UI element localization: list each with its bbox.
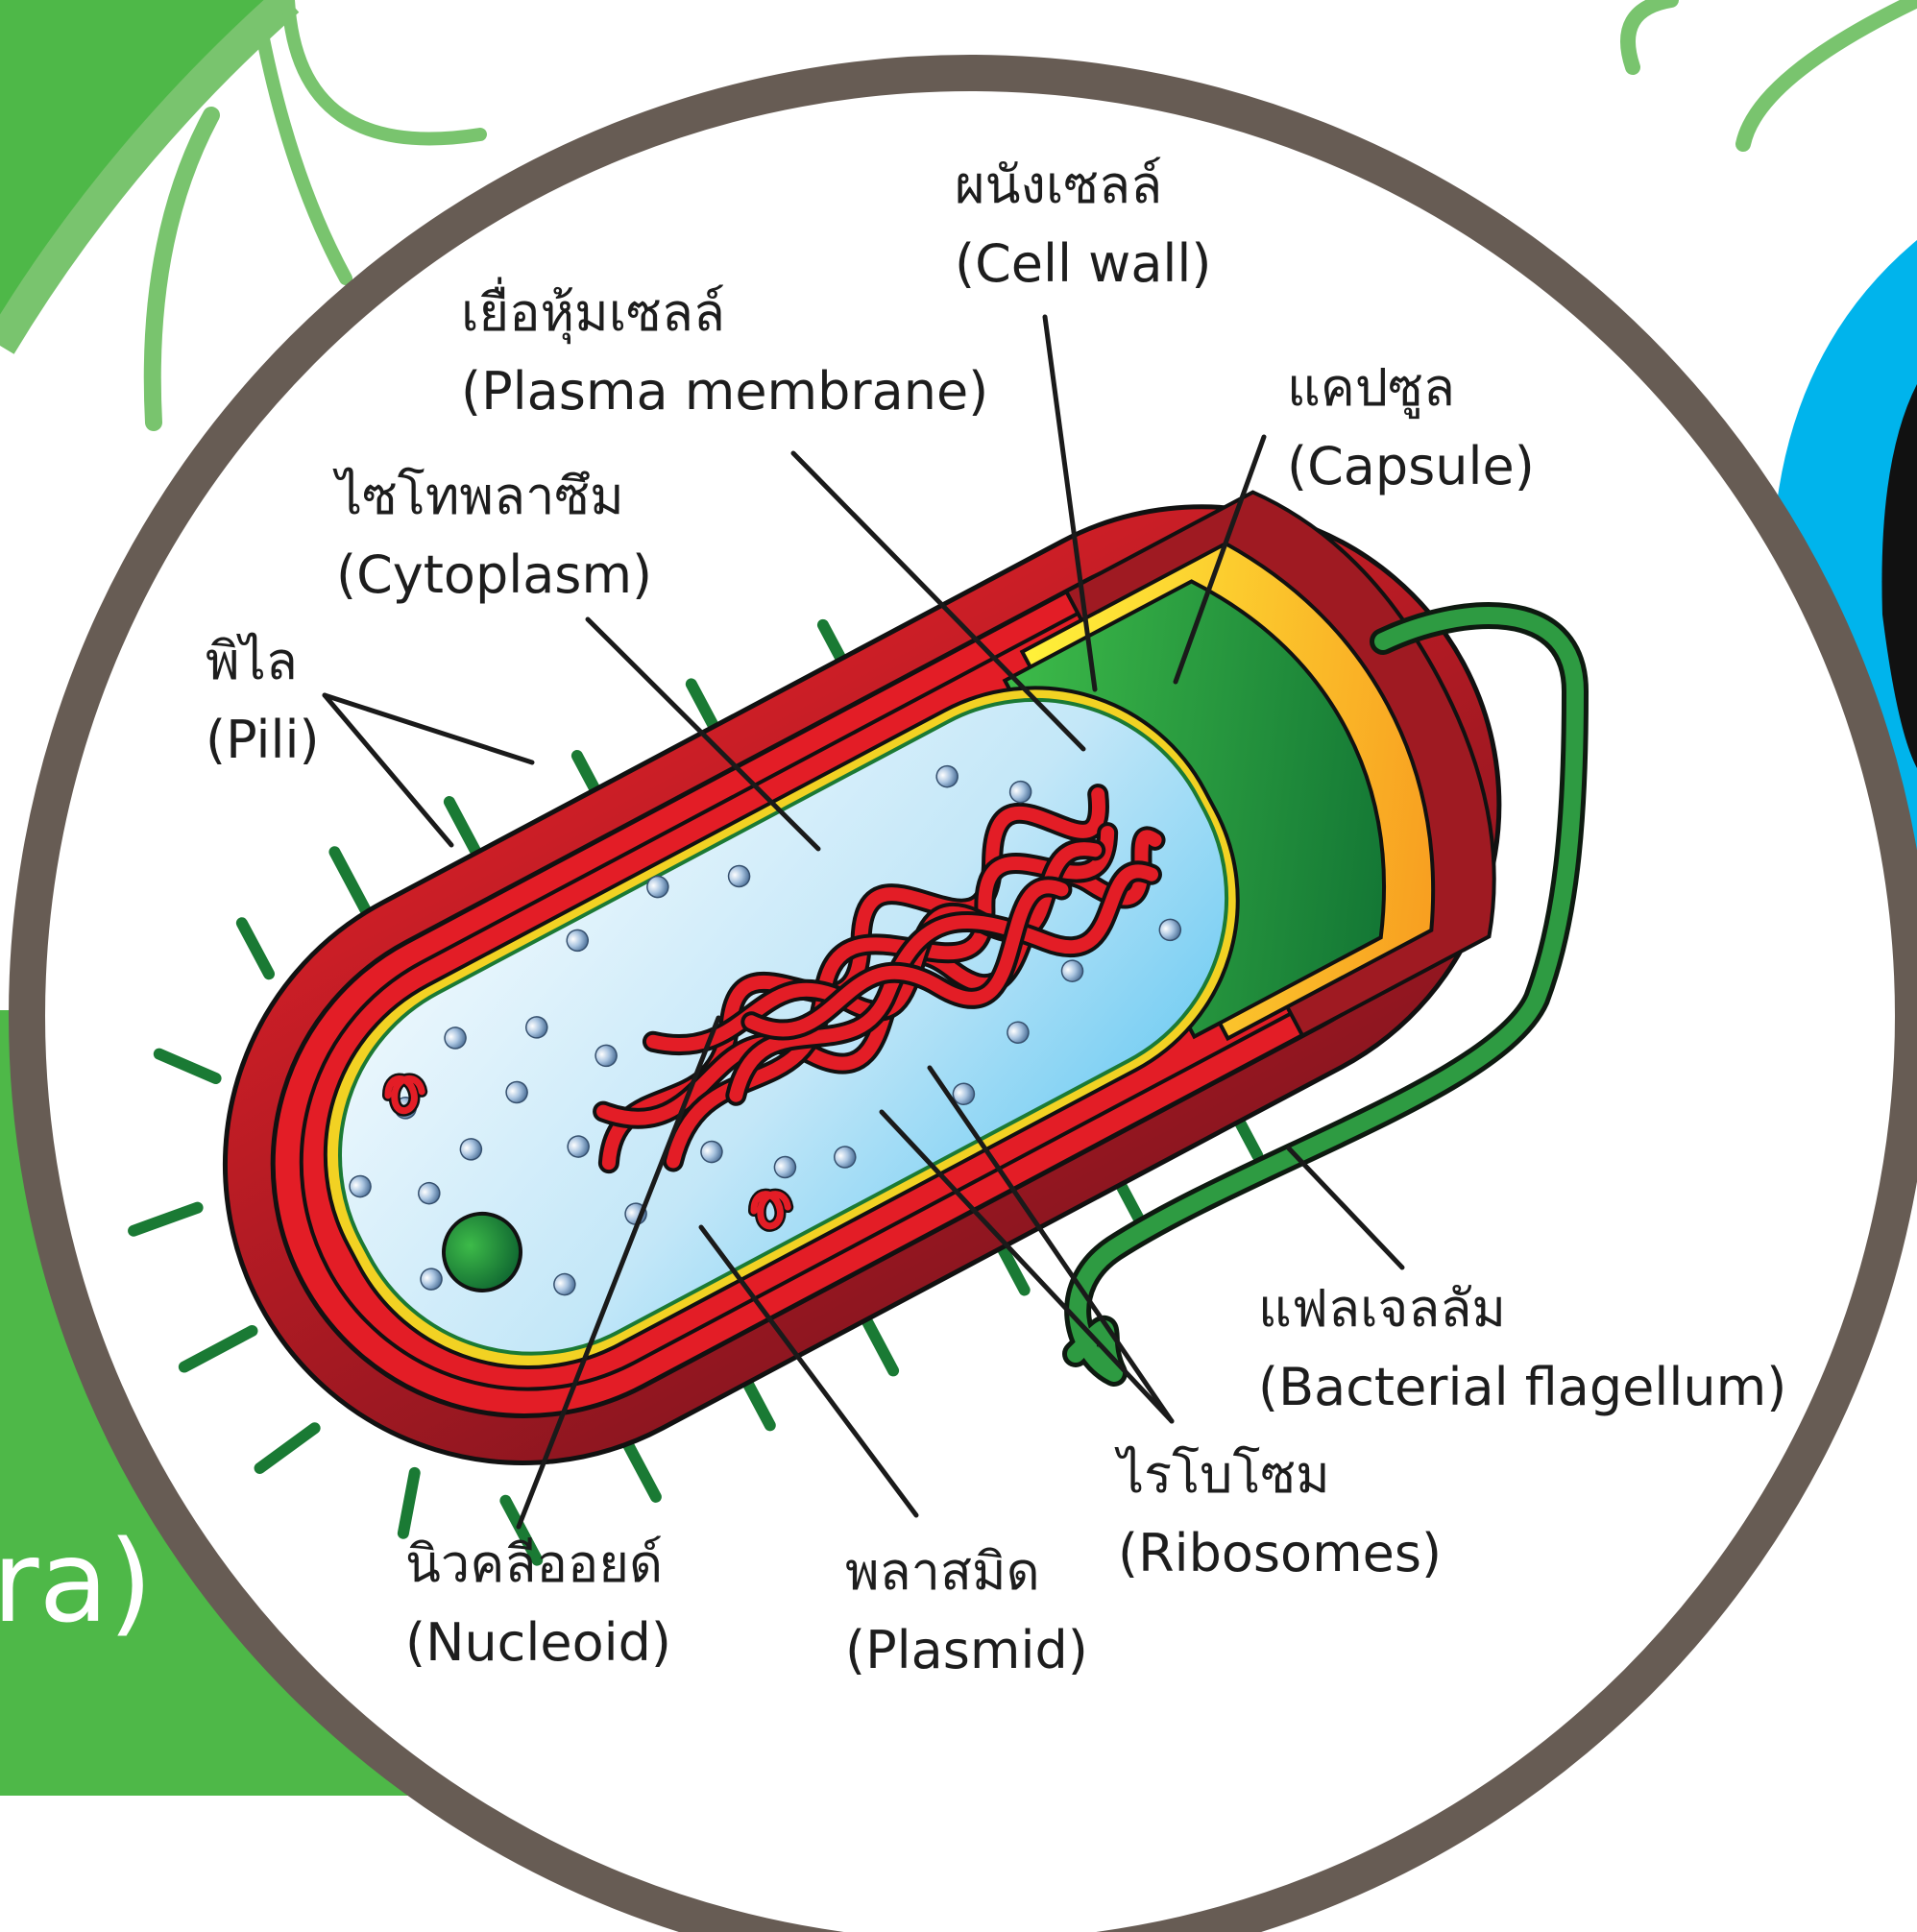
label-ribosomes-thai: ไรโบโซม <box>1118 1436 1442 1514</box>
top-left-vine-2 <box>288 0 480 139</box>
edge-partial-text: ra) <box>0 1525 153 1638</box>
label-cell-wall-en: (Cell wall) <box>955 225 1212 303</box>
label-cell-wall: ผนังเซลล์ (Cell wall) <box>955 146 1212 303</box>
label-plasma-membrane-en: (Plasma membrane) <box>461 352 988 431</box>
label-pili-en: (Pili) <box>206 701 320 780</box>
label-plasmid-thai: พลาสมิด <box>845 1533 1088 1611</box>
label-flagellum-en: (Bacterial flagellum) <box>1258 1348 1786 1427</box>
label-cytoplasm: ไซโทพลาซึม (Cytoplasm) <box>336 457 652 615</box>
top-right-vine-1 <box>1628 0 1671 67</box>
label-ribosomes-en: (Ribosomes) <box>1118 1514 1442 1593</box>
label-nucleoid-thai: นิวคลีออยด์ <box>405 1525 671 1604</box>
label-plasmid-en: (Plasmid) <box>845 1611 1088 1690</box>
label-ribosomes: ไรโบโซม (Ribosomes) <box>1118 1436 1442 1593</box>
label-nucleoid-en: (Nucleoid) <box>405 1604 671 1682</box>
label-cytoplasm-thai: ไซโทพลาซึม <box>336 457 652 536</box>
label-plasma-membrane-thai: เยื่อหุ้มเซลล์ <box>461 274 988 352</box>
label-cell-wall-thai: ผนังเซลล์ <box>955 146 1212 225</box>
top-left-vine-1 <box>153 115 211 423</box>
label-capsule-thai: แคปซูล <box>1287 349 1535 427</box>
label-flagellum-thai: แฟลเจลลัม <box>1258 1269 1786 1348</box>
label-plasmid: พลาสมิด (Plasmid) <box>845 1533 1088 1690</box>
top-right-vine-2 <box>1743 0 1917 144</box>
label-flagellum: แฟลเจลลัม (Bacterial flagellum) <box>1258 1269 1786 1427</box>
label-capsule: แคปซูล (Capsule) <box>1287 349 1535 506</box>
label-cytoplasm-en: (Cytoplasm) <box>336 536 652 615</box>
label-pili: พิไล (Pili) <box>206 622 320 780</box>
label-pili-thai: พิไล <box>206 622 320 701</box>
label-nucleoid: นิวคลีออยด์ (Nucleoid) <box>405 1525 671 1682</box>
label-capsule-en: (Capsule) <box>1287 427 1535 506</box>
label-plasma-membrane: เยื่อหุ้มเซลล์ (Plasma membrane) <box>461 274 988 431</box>
